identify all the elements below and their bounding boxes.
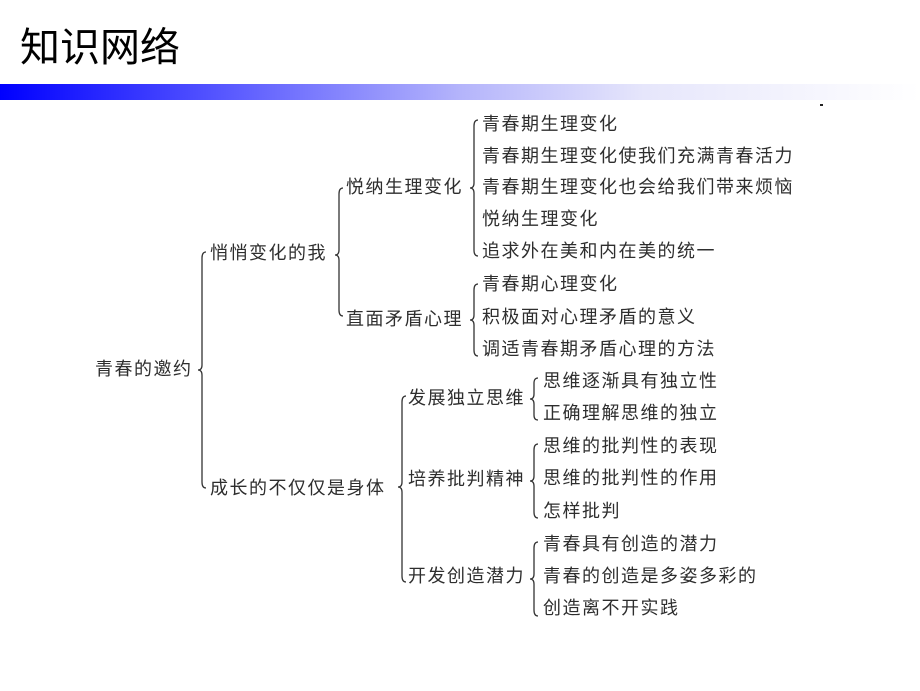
brace-level1-a xyxy=(334,187,344,317)
tree-leaf: 怎样批判 xyxy=(543,501,621,522)
tree-node-level2: 发展独立思维 xyxy=(408,388,525,409)
brace-root xyxy=(197,251,207,489)
tree-leaf: 青春具有创造的潜力 xyxy=(543,534,719,555)
brace-level1-b xyxy=(397,395,407,583)
tree-leaf: 思维的批判性的作用 xyxy=(543,468,719,489)
tree-node-level1: 成长的不仅仅是身体 xyxy=(210,478,386,499)
tree-leaf: 青春期生理变化也会给我们带来烦恼 xyxy=(482,177,794,198)
tree-leaf: 正确理解思维的独立 xyxy=(543,403,719,424)
tree-leaf: 青春期心理变化 xyxy=(482,274,619,295)
brace-level2-d xyxy=(529,443,539,519)
tree-leaf: 调适青春期矛盾心理的方法 xyxy=(482,339,716,360)
stray-mark xyxy=(820,104,823,106)
tree-leaf: 悦纳生理变化 xyxy=(482,209,599,230)
tree-node-level2: 培养批判精神 xyxy=(408,469,525,490)
tree-root: 青春的邀约 xyxy=(95,359,193,380)
tree-leaf: 青春期生理变化使我们充满青春活力 xyxy=(482,146,794,167)
tree-leaf: 青春的创造是多姿多彩的 xyxy=(543,566,758,587)
tree-leaf: 思维逐渐具有独立性 xyxy=(543,371,719,392)
tree-node-level1: 悄悄变化的我 xyxy=(210,243,327,264)
brace-level2-b xyxy=(469,283,479,357)
tree-leaf: 青春期生理变化 xyxy=(482,114,619,135)
tree-node-level2: 开发创造潜力 xyxy=(408,566,525,587)
tree-node-level2: 悦纳生理变化 xyxy=(346,177,463,198)
tree-leaf: 创造离不开实践 xyxy=(543,598,680,619)
brace-level2-e xyxy=(529,541,539,617)
tree-leaf: 积极面对心理矛盾的意义 xyxy=(482,307,697,328)
tree-leaf: 思维的批判性的表现 xyxy=(543,436,719,457)
tree-leaf: 追求外在美和内在美的统一 xyxy=(482,241,716,262)
brace-level2-a xyxy=(469,119,479,257)
brace-level2-c xyxy=(529,377,539,421)
tree-node-level2: 直面矛盾心理 xyxy=(346,309,463,330)
page-title: 知识网络 xyxy=(20,25,180,71)
title-gradient-bar xyxy=(0,84,920,100)
